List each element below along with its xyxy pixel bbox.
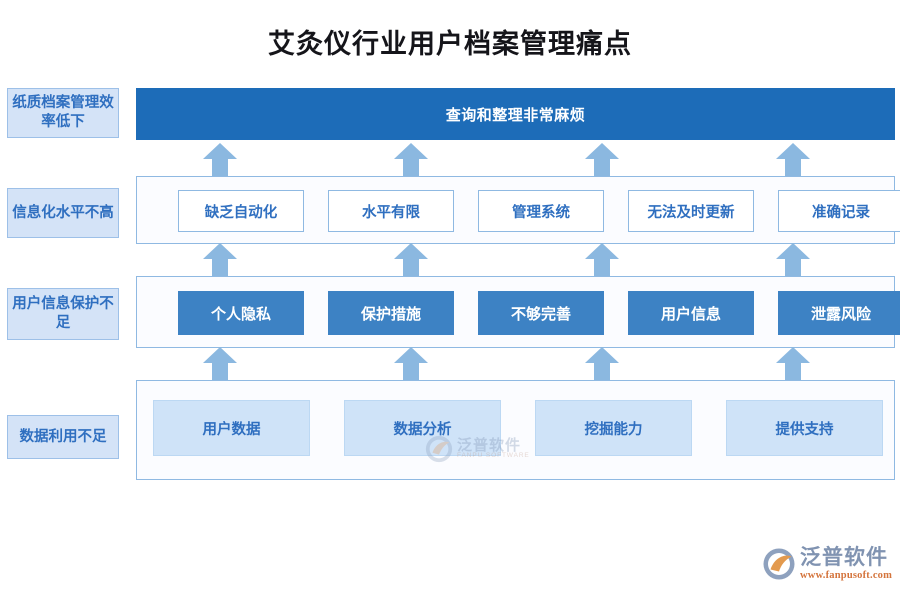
node-label: 无法及时更新 [647,204,735,221]
stage-label-privacy-protection: 用户信息保护不足 [7,288,119,340]
node-box[interactable]: 保护措施 [328,291,454,335]
node-label: 准确记录 [812,204,870,221]
node-label: 泄露风险 [810,305,871,323]
brand-logo: 泛普软件 www.fanpusoft.com [762,538,894,590]
arrow-up-icon [203,243,237,279]
arrow-up-icon [776,347,810,383]
arrow-up-icon [776,243,810,279]
node-box[interactable]: 挖掘能力 [535,400,692,456]
node-box[interactable]: 用户信息 [628,291,754,335]
stage-label-informatization: 信息化水平不高 [7,188,119,238]
banner-text: 查询和整理非常麻烦 [445,106,586,124]
node-box[interactable]: 准确记录 [778,190,900,232]
stage-label-data-utilization: 数据利用不足 [7,415,119,459]
node-label: 不够完善 [510,305,571,323]
arrow-up-icon [394,347,428,383]
node-label: 水平有限 [362,204,420,221]
node-label: 提供支持 [775,421,834,438]
node-box[interactable]: 水平有限 [328,190,454,232]
arrow-up-icon [203,347,237,383]
node-row-privacy: 个人隐私 保护措施 不够完善 用户信息 泄露风险 [136,276,900,348]
stage-label-text: 信息化水平不高 [12,204,114,221]
stage-label-text: 用户信息保护不足 [12,296,114,331]
arrow-up-icon [776,143,810,179]
node-label: 数据分析 [393,421,452,438]
node-label: 用户数据 [202,421,261,438]
banner-row-top: 查询和整理非常麻烦 [136,88,895,140]
node-label: 挖掘能力 [584,421,643,438]
node-box[interactable]: 管理系统 [478,190,604,232]
stage-label-text: 纸质档案管理效率低下 [12,95,114,130]
node-box[interactable]: 用户数据 [153,400,310,456]
node-label: 缺乏自动化 [204,204,278,221]
arrow-up-icon [585,243,619,279]
node-row-data-utilization: 用户数据 数据分析 挖掘能力 提供支持 [136,380,895,480]
arrow-up-icon [203,143,237,179]
node-label: 用户信息 [660,305,721,323]
arrow-up-icon [394,243,428,279]
node-label: 保护措施 [360,305,421,323]
page-title: 艾灸仪行业用户档案管理痛点 [268,29,632,59]
arrow-up-icon [585,347,619,383]
arrow-up-icon [394,143,428,179]
fanpu-logo-icon [762,547,796,581]
node-box[interactable]: 个人隐私 [178,291,304,335]
node-box[interactable]: 泄露风险 [778,291,900,335]
arrow-up-icon [585,143,619,179]
node-box[interactable]: 数据分析 [344,400,501,456]
node-label: 管理系统 [512,204,570,221]
node-label: 个人隐私 [210,305,271,323]
node-row-informatization: 缺乏自动化 水平有限 管理系统 无法及时更新 准确记录 [136,176,900,244]
stage-label-paper-archive: 纸质档案管理效率低下 [7,88,119,138]
brand-url: www.fanpusoft.com [800,569,893,581]
stage-label-text: 数据利用不足 [19,428,107,445]
node-box[interactable]: 无法及时更新 [628,190,754,232]
brand-name: 泛普软件 [800,546,888,570]
node-box[interactable]: 提供支持 [726,400,883,456]
node-box[interactable]: 缺乏自动化 [178,190,304,232]
node-box[interactable]: 不够完善 [478,291,604,335]
